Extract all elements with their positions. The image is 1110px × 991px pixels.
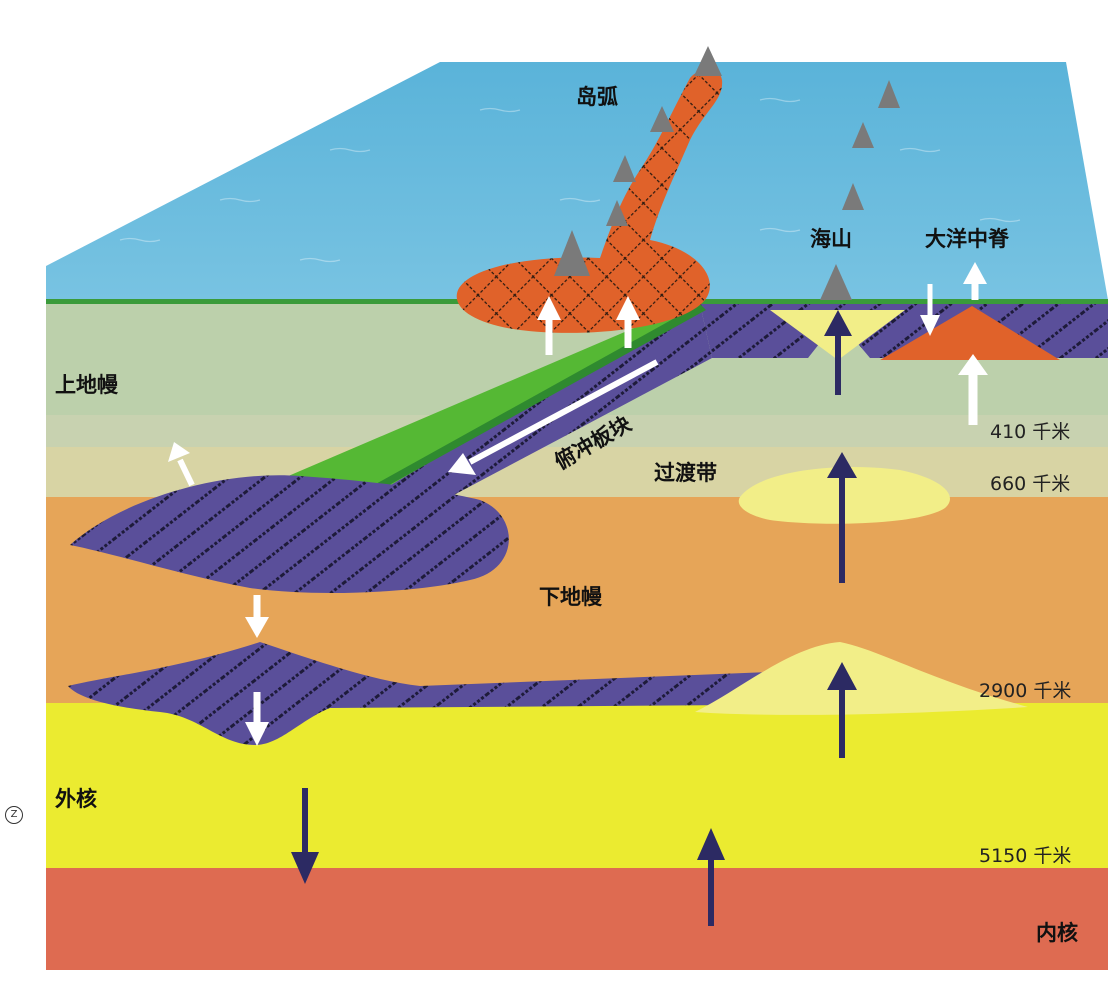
inner-core-layer (46, 868, 1108, 970)
depth-2900: 2900 千米 (979, 680, 1071, 702)
side-mark-circle: Z (5, 806, 23, 824)
subducting-crust-dark (365, 304, 706, 490)
label-upper-mantle: 上地幔 (55, 373, 119, 397)
ocean-surface (46, 62, 1108, 300)
label-transition-zone: 过渡带 (654, 461, 717, 485)
depth-410: 410 千米 (990, 421, 1070, 443)
dark-arrows (291, 310, 857, 926)
depth-5150: 5150 千米 (979, 845, 1071, 867)
slab-pile-upper (70, 475, 509, 594)
white-arrows (168, 262, 988, 746)
plume-base (695, 642, 1028, 715)
label-lower-mantle: 下地幔 (539, 585, 603, 609)
label-island-arc: 岛弧 (576, 85, 618, 109)
depth-660: 660 千米 (990, 473, 1070, 495)
ridge-magma (880, 306, 1060, 360)
island-arc (456, 69, 723, 333)
label-inner-core: 内核 (1036, 921, 1078, 945)
subducting-crust-green (265, 304, 700, 497)
label-mid-ocean-ridge: 大洋中脊 (925, 227, 1010, 251)
slab-pile-cmb (68, 642, 770, 745)
volcano-cones (554, 46, 900, 300)
label-outer-core: 外核 (55, 787, 97, 811)
label-seamount: 海山 (810, 227, 852, 251)
